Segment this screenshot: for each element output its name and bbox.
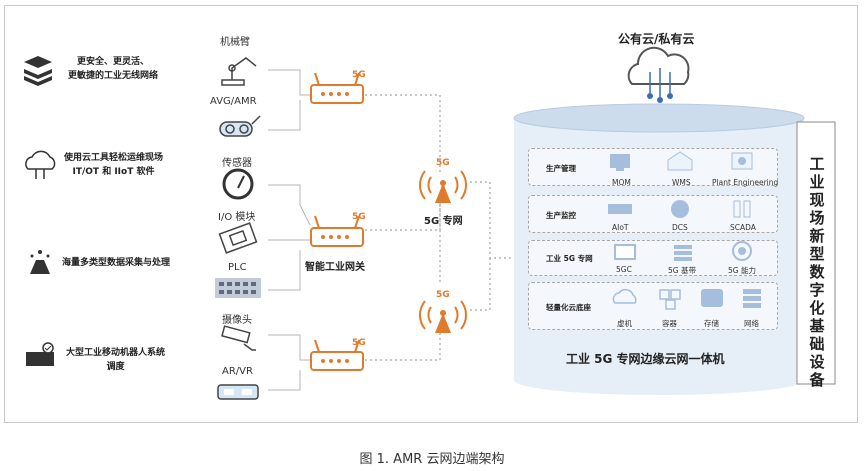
- row-production-management: [528, 148, 778, 186]
- 5g-tower-icon: [418, 300, 468, 333]
- row-industrial-5g: [528, 240, 778, 276]
- cloud-icon: [627, 46, 690, 103]
- row-label: 工业 5G 专网: [546, 254, 593, 263]
- row-item: 存储: [704, 319, 719, 328]
- row-item: 虚机: [617, 319, 632, 328]
- row-item: Plant Engineering: [712, 178, 779, 187]
- cloud-network-icon: [25, 150, 56, 179]
- feature-4-line-2: 调度: [106, 362, 125, 372]
- row-item: AIoT: [612, 223, 629, 232]
- cloud-label: 公有云/私有云: [618, 32, 695, 46]
- row-item: 5GC: [616, 265, 632, 274]
- layers-icon: [24, 56, 52, 86]
- router-icon: [310, 339, 364, 371]
- feature-4-line-1: 大型工业移动机器人系统: [66, 348, 166, 358]
- device-label-sensor: 传感器: [222, 158, 252, 169]
- device-label-camera: 摄像头: [222, 315, 252, 326]
- row-label: 轻量化云底座: [546, 303, 591, 312]
- feature-2-line-1: 使用云工具轻松运维现场: [64, 153, 164, 163]
- tower-5g-tag: 5G: [436, 158, 450, 168]
- feature-1: 更安全、更灵活、 更敏捷的工业无线网络: [68, 55, 188, 83]
- feature-1-line-2: 更敏捷的工业无线网络: [68, 71, 159, 81]
- row-cloud-base: [528, 282, 778, 330]
- data-fountain-icon: [30, 250, 50, 274]
- cylinder-title: 工业 5G 专网边缘云网一体机: [566, 352, 725, 366]
- feature-2-line-2: IT/OT 和 IIoT 软件: [72, 167, 155, 177]
- row-item: 5G 基带: [668, 266, 696, 275]
- gateway-label: 智能工业网关: [305, 262, 365, 273]
- dotted-links: [365, 94, 515, 361]
- router-5g-tag: 5G: [352, 338, 366, 348]
- device-label-agv: AVG/AMR: [210, 96, 257, 107]
- row-label: 生产监控: [546, 211, 576, 220]
- row-item: DCS: [672, 223, 688, 232]
- row-item: 网络: [744, 319, 759, 328]
- feature-3-text: 海量多类型数据采集与处理: [62, 256, 170, 270]
- vertical-title: 工业现场新型数字化基础设备: [809, 155, 825, 389]
- io-module-icon: [218, 222, 258, 254]
- row-item: 容器: [662, 319, 677, 328]
- device-label-plc: PLC: [228, 262, 247, 273]
- robot-arm-icon: [221, 57, 257, 86]
- robot-fleet-icon: [26, 342, 54, 366]
- feature-4: 大型工业移动机器人系统 调度: [66, 346, 186, 374]
- vr-headset-icon: [217, 384, 259, 400]
- row-production-monitoring: [528, 195, 778, 233]
- sensor-gauge-icon: [222, 168, 254, 200]
- feature-2: 使用云工具轻松运维现场 IT/OT 和 IIoT 软件: [64, 151, 194, 179]
- camera-icon: [221, 325, 256, 351]
- vertical-title-box: [796, 121, 836, 385]
- row-item: SCADA: [730, 223, 756, 232]
- feature-4-text: 大型工业移动机器人系统 调度: [66, 346, 165, 374]
- device-links: [268, 69, 311, 391]
- agv-icon: [219, 115, 261, 137]
- device-label-vr: AR/VR: [222, 366, 253, 377]
- router-icon: [310, 72, 364, 104]
- gateway-router-icon: [310, 215, 364, 247]
- plc-icon: [215, 278, 261, 298]
- feature-3-line-1: 海量多类型数据采集与处理: [62, 258, 171, 268]
- row-label: 生产管理: [546, 164, 576, 173]
- diagram-frame: [4, 5, 858, 423]
- feature-1-text: 更安全、更灵活、 更敏捷的工业无线网络: [68, 55, 158, 83]
- feature-1-line-1: 更安全、更灵活、: [77, 57, 150, 67]
- device-label-io-module: I/O 模块: [218, 212, 256, 223]
- 5g-network-label: 5G 专网: [424, 216, 463, 227]
- 5g-tower-icon: [418, 170, 468, 203]
- row-item: 5G 能力: [728, 266, 756, 275]
- figure-caption: 图 1. AMR 云网边端架构: [359, 452, 505, 467]
- feature-2-text: 使用云工具轻松运维现场 IT/OT 和 IIoT 软件: [64, 151, 163, 179]
- feature-3: 海量多类型数据采集与处理: [62, 256, 192, 270]
- device-label-robot-arm: 机械臂: [220, 37, 250, 48]
- router-5g-tag: 5G: [352, 212, 366, 222]
- tower-5g-tag: 5G: [436, 290, 450, 300]
- row-item: MOM: [612, 178, 631, 187]
- row-item: WMS: [672, 178, 691, 187]
- router-5g-tag: 5G: [352, 70, 366, 80]
